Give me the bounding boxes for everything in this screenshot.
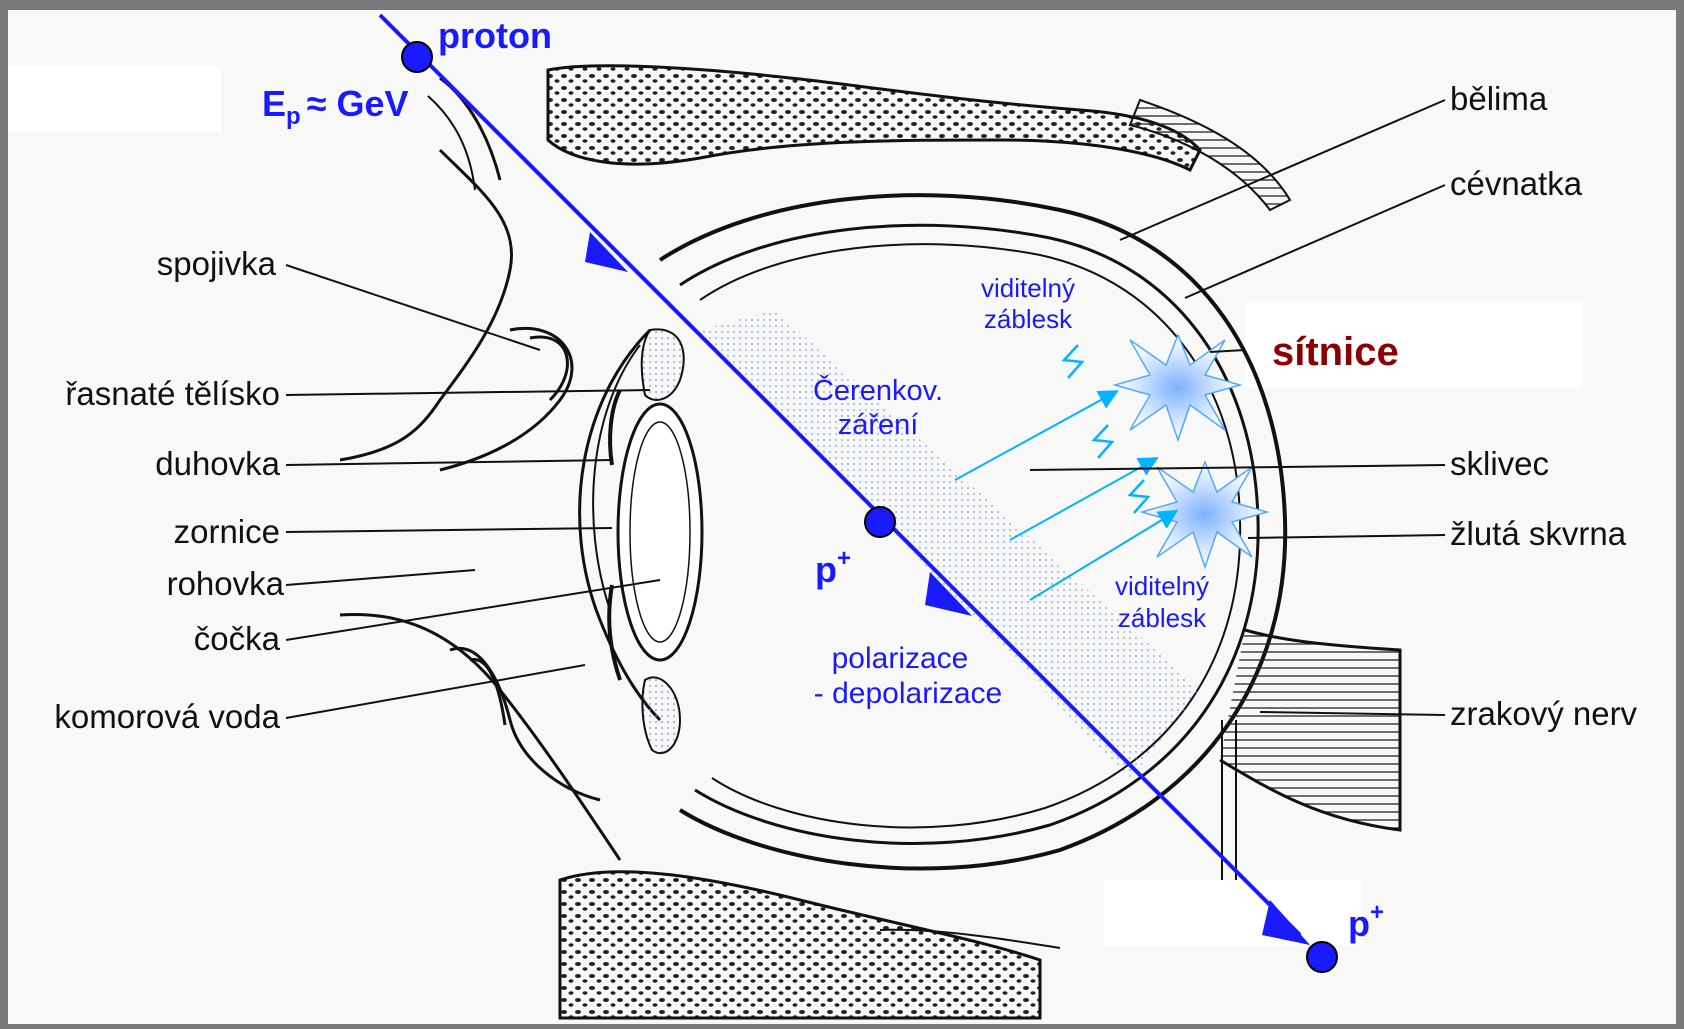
- label-zornice: zornice: [174, 513, 280, 550]
- label-spojivka: spojivka: [157, 245, 277, 282]
- label-proton: proton: [438, 15, 552, 56]
- label-energy: Ep≈ GeV: [262, 83, 408, 130]
- proton-dot-start: [402, 42, 432, 72]
- energy-sub: p: [286, 103, 301, 130]
- energy-rest: ≈ GeV: [307, 83, 409, 124]
- label-depolarizace: - depolarizace: [814, 677, 1002, 710]
- label-flash-bottom-2: záblesk: [1118, 603, 1207, 633]
- label-sklivec: sklivec: [1450, 445, 1549, 482]
- label-rohovka: rohovka: [167, 565, 285, 602]
- label-cerenkov-2: záření: [838, 409, 919, 441]
- label-zluta-skvrna: žlutá skvrna: [1450, 515, 1627, 552]
- energy-e: E: [262, 83, 286, 124]
- plus-mid: +: [837, 545, 851, 572]
- label-flash-top-2: záblesk: [984, 304, 1073, 334]
- label-polarizace: polarizace: [832, 642, 969, 675]
- label-cerenkov-1: Čerenkov.: [813, 373, 943, 407]
- p-mid: p: [815, 549, 837, 590]
- blank-box-bottom: [1104, 880, 1362, 946]
- label-sitnice: sítnice: [1272, 330, 1399, 374]
- label-cevnatka: cévnatka: [1450, 165, 1583, 202]
- label-zrakovy-nerv: zrakový nerv: [1450, 695, 1638, 732]
- label-rasnate-telisko: řasnaté tělísko: [65, 375, 280, 412]
- label-duhovka: duhovka: [155, 445, 280, 482]
- label-belima: bělima: [1450, 80, 1548, 117]
- p-end: p: [1348, 903, 1370, 944]
- label-cocka: čočka: [194, 620, 281, 657]
- label-flash-top-1: viditelný: [981, 273, 1075, 303]
- proton-dot-end: [1307, 942, 1337, 972]
- plus-end: +: [1370, 899, 1384, 926]
- blank-box-top-left: [8, 66, 221, 132]
- proton-dot-mid: [865, 507, 895, 537]
- label-komorova-voda: komorová voda: [54, 698, 280, 735]
- label-flash-bottom-1: viditelný: [1115, 571, 1209, 601]
